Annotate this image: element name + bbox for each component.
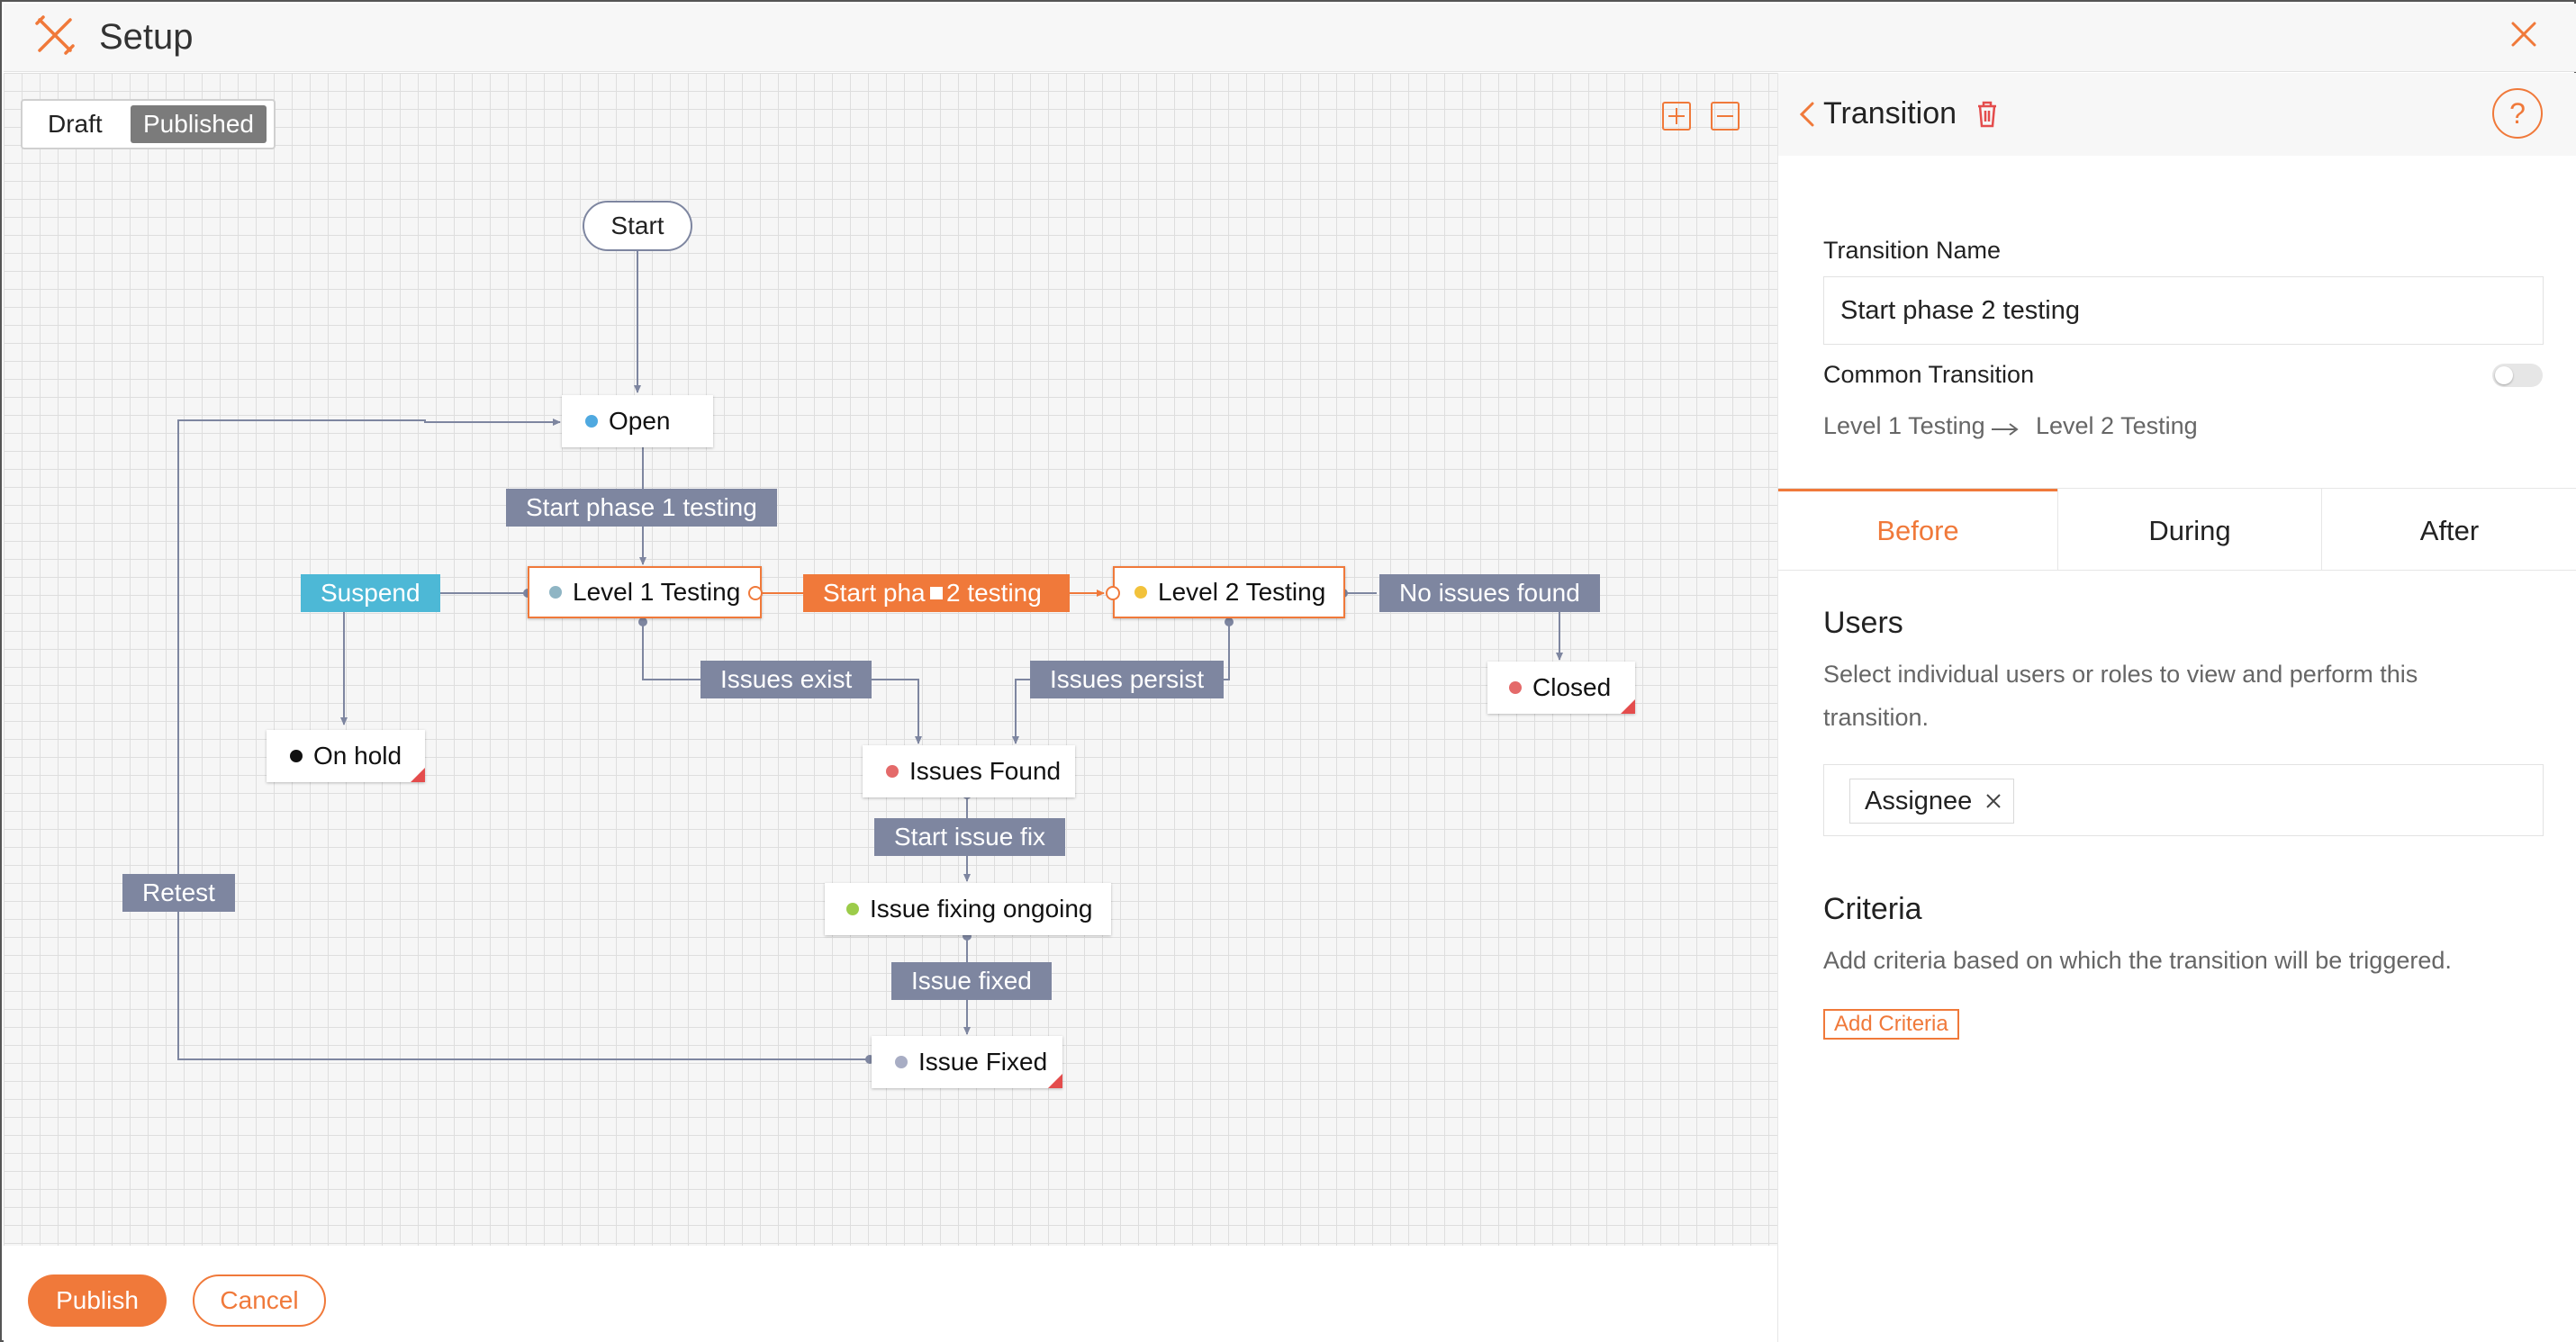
transition-issues-persist[interactable]: Issues persist bbox=[1030, 661, 1225, 698]
status-dot bbox=[1509, 680, 1522, 694]
transition-issues-exist[interactable]: Issues exist bbox=[700, 661, 872, 698]
transition-issue-fixed[interactable]: Issue fixed bbox=[891, 962, 1052, 1000]
transition-panel: Transition ? Transition Name Common Tran… bbox=[1777, 73, 2576, 1342]
tab-before[interactable]: Before bbox=[1778, 489, 2057, 570]
close-icon[interactable] bbox=[2506, 16, 2542, 52]
panel-header: Transition ? bbox=[1778, 73, 2576, 156]
status-dot bbox=[1134, 585, 1147, 599]
app-header: Setup bbox=[4, 4, 2576, 72]
end-state-marker bbox=[1621, 699, 1635, 714]
cancel-button[interactable]: Cancel bbox=[193, 1274, 326, 1327]
tab-during[interactable]: During bbox=[2057, 489, 2321, 570]
transition-start-phase-2-testing[interactable]: Start pha 2 testing bbox=[803, 574, 1070, 612]
users-input[interactable]: Assignee bbox=[1823, 764, 2544, 836]
users-description: Select individual users or roles to view… bbox=[1823, 661, 2418, 731]
common-transition-label: Common Transition bbox=[1823, 361, 2035, 388]
connector-port[interactable] bbox=[1106, 586, 1120, 600]
chip-label: Assignee bbox=[1865, 787, 1973, 815]
common-transition-toggle[interactable] bbox=[2492, 364, 2543, 387]
app-title: Setup bbox=[99, 17, 194, 57]
transition-retest[interactable]: Retest bbox=[122, 874, 235, 912]
transition-start-phase-1-testing[interactable]: Start phase 1 testing bbox=[506, 489, 777, 527]
add-criteria-button[interactable]: Add Criteria bbox=[1823, 1009, 1959, 1040]
state-label: On hold bbox=[313, 742, 402, 770]
from-state: Level 1 Testing bbox=[1823, 412, 1985, 439]
chevron-left-icon[interactable] bbox=[1796, 100, 1818, 129]
end-state-marker bbox=[1048, 1074, 1062, 1088]
state-issue-fixed[interactable]: Issue Fixed bbox=[872, 1036, 1062, 1088]
remove-icon[interactable] bbox=[1984, 792, 2002, 810]
drag-handle-icon[interactable] bbox=[930, 587, 943, 599]
footer-bar: Publish Cancel bbox=[4, 1246, 1777, 1342]
status-dot bbox=[549, 585, 562, 599]
status-dot bbox=[886, 764, 899, 778]
state-label: Issue fixing ongoing bbox=[870, 895, 1093, 923]
state-closed[interactable]: Closed bbox=[1487, 662, 1635, 714]
status-dot bbox=[585, 414, 598, 428]
start-node[interactable]: Start bbox=[583, 201, 692, 251]
tools-icon bbox=[35, 15, 75, 55]
state-label: Level 1 Testing bbox=[573, 578, 741, 606]
transition-name-input[interactable] bbox=[1823, 276, 2544, 345]
state-issue-fixing-ongoing[interactable]: Issue fixing ongoing bbox=[825, 883, 1111, 935]
draft-button[interactable]: Draft bbox=[48, 110, 103, 138]
criteria-title: Criteria bbox=[1823, 892, 1922, 926]
zoom-out-button[interactable] bbox=[1711, 102, 1740, 131]
state-level-1-testing[interactable]: Level 1 Testing bbox=[528, 566, 762, 618]
transition-name-label: Transition Name bbox=[1823, 237, 2002, 264]
user-chip: Assignee bbox=[1849, 779, 2015, 824]
connector-port[interactable] bbox=[748, 586, 763, 600]
criteria-description: Add criteria based on which the transiti… bbox=[1823, 947, 2452, 974]
trash-icon[interactable] bbox=[1975, 100, 1999, 129]
state-label: Issue Fixed bbox=[918, 1048, 1048, 1076]
workflow-canvas[interactable]: Draft Published bbox=[4, 73, 1777, 1246]
help-button[interactable]: ? bbox=[2492, 88, 2543, 139]
zoom-in-button[interactable] bbox=[1662, 102, 1691, 131]
state-label: Issues Found bbox=[909, 757, 1062, 785]
status-dot bbox=[290, 749, 303, 762]
draft-published-toggle: Draft Published bbox=[21, 99, 276, 149]
tab-after[interactable]: After bbox=[2321, 489, 2576, 570]
state-label: Open bbox=[609, 407, 671, 435]
transition-label: Start pha 2 testing bbox=[823, 579, 1042, 607]
publish-button[interactable]: Publish bbox=[28, 1274, 167, 1327]
status-dot bbox=[846, 902, 859, 915]
users-title: Users bbox=[1823, 606, 1903, 640]
panel-title: Transition bbox=[1823, 96, 1957, 131]
transition-suspend[interactable]: Suspend bbox=[301, 574, 440, 612]
state-label: Level 2 Testing bbox=[1158, 578, 1326, 606]
state-on-hold[interactable]: On hold bbox=[267, 730, 425, 782]
status-dot bbox=[895, 1055, 908, 1068]
to-state: Level 2 Testing bbox=[2036, 412, 2198, 439]
transition-start-issue-fix[interactable]: Start issue fix bbox=[874, 818, 1066, 856]
arrow-right-icon bbox=[1992, 423, 2019, 436]
state-level-2-testing[interactable]: Level 2 Testing bbox=[1113, 566, 1345, 618]
transition-no-issues-found[interactable]: No issues found bbox=[1379, 574, 1600, 612]
state-issues-found[interactable]: Issues Found bbox=[863, 745, 1075, 797]
state-label: Closed bbox=[1532, 673, 1612, 701]
tab-bar: Before During After bbox=[1778, 488, 2576, 571]
state-open[interactable]: Open bbox=[562, 395, 713, 447]
end-state-marker bbox=[411, 768, 425, 782]
published-button[interactable]: Published bbox=[131, 105, 267, 143]
